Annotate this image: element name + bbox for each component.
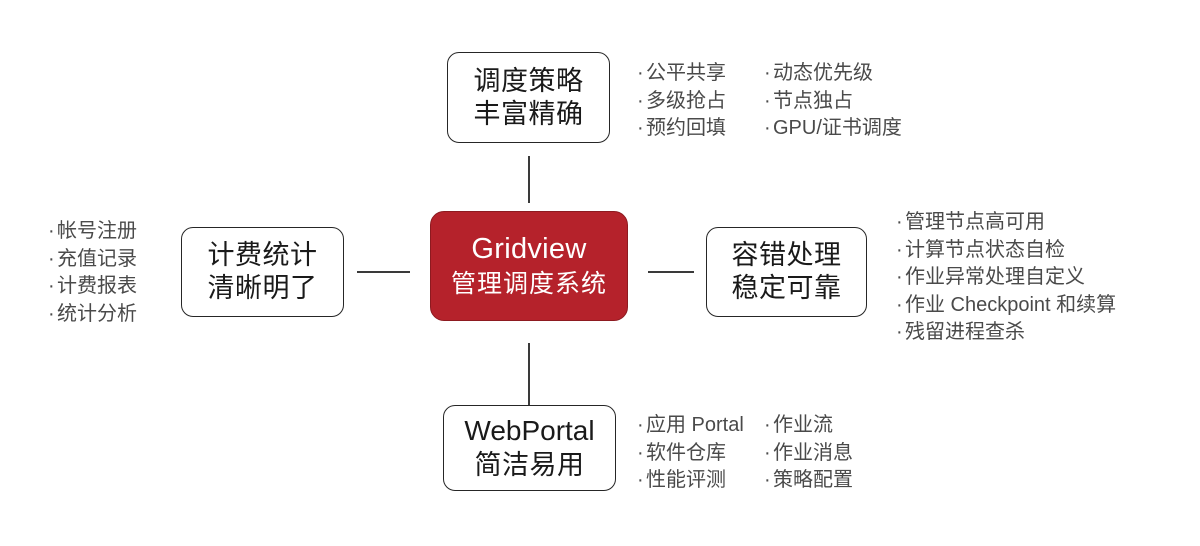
list-item: ·软件仓库 [637,440,744,468]
node-webportal[interactable]: WebPortal 简洁易用 [443,405,616,491]
list-item-label: 作业消息 [773,441,853,464]
bullet-dot-icon: · [764,469,771,491]
list-item: ·管理节点高可用 [896,209,1116,237]
list-item-label: 帐号注册 [57,220,137,242]
list-item: ·GPU/证书调度 [764,115,902,143]
bullets-portal-col2: ·作业流 ·作业消息 ·策略配置 [764,412,853,495]
bullet-dot-icon: · [48,247,55,270]
list-item-label: 应用 Portal [646,414,744,436]
list-item-label: 计算节点状态自检 [905,238,1065,261]
list-item: ·作业流 [764,412,853,440]
bullets-fault: ·管理节点高可用 ·计算节点状态自检 ·作业异常处理自定义 ·作业 Checkp… [896,209,1116,347]
list-item: ·统计分析 [48,301,137,329]
list-item: ·策略配置 [764,467,853,495]
bullet-dot-icon: · [896,293,903,316]
bullet-dot-icon: · [896,266,903,288]
node-billing-line1: 计费统计 [207,240,318,271]
list-item: ·公平共享 [637,60,726,88]
bullet-dot-icon: · [637,469,644,491]
bullets-scheduling-col1: ·公平共享 ·多级抢占 ·预约回填 [637,60,726,143]
connector-center-to-billing [357,271,410,273]
list-item-label: GPU/证书调度 [773,117,902,139]
list-item-label: 预约回填 [646,117,726,139]
list-item: ·作业 Checkpoint 和续算 [896,292,1116,320]
list-item: ·作业消息 [764,440,853,468]
list-item: ·应用 Portal [637,412,744,440]
list-item: ·帐号注册 [48,218,137,246]
list-item-label: 残留进程查杀 [905,321,1025,343]
bullet-dot-icon: · [637,117,644,139]
bullet-dot-icon: · [896,321,903,343]
node-fault-tolerance[interactable]: 容错处理 稳定可靠 [706,227,867,317]
bullets-billing: ·帐号注册 ·充值记录 ·计费报表 ·统计分析 [48,218,137,328]
bullets-scheduling-col2: ·动态优先级 ·节点独占 ·GPU/证书调度 [764,60,902,143]
list-item: ·作业异常处理自定义 [896,264,1116,292]
bullet-dot-icon: · [637,62,644,84]
list-item-label: 统计分析 [57,302,137,325]
list-item: ·节点独占 [764,88,902,116]
list-item-label: 策略配置 [773,469,853,491]
list-item-label: 充值记录 [57,247,137,270]
list-item-label: 节点独占 [773,89,853,112]
list-item-label: 管理节点高可用 [905,211,1045,233]
list-item-label: 软件仓库 [646,441,726,464]
list-item-label: 公平共享 [646,62,726,84]
center-title-line1: Gridview [471,233,587,266]
node-billing-line2: 清晰明了 [207,273,318,303]
bullet-dot-icon: · [764,441,771,464]
list-item: ·性能评测 [637,467,744,495]
list-item-label: 性能评测 [646,469,726,491]
bullet-dot-icon: · [637,441,644,464]
list-item-label: 动态优先级 [773,62,873,84]
list-item: ·计算节点状态自检 [896,237,1116,265]
list-item-label: 多级抢占 [646,89,726,112]
list-item-label: 计费报表 [57,275,137,297]
bullet-dot-icon: · [764,414,771,436]
bullet-dot-icon: · [764,89,771,112]
bullet-dot-icon: · [48,220,55,242]
node-scheduling-line1: 调度策略 [473,65,584,96]
list-item: ·计费报表 [48,273,137,301]
bullet-dot-icon: · [764,117,771,139]
bullet-dot-icon: · [896,211,903,233]
bullet-dot-icon: · [48,275,55,297]
connector-center-to-scheduling [528,156,530,203]
connector-center-to-portal [528,343,530,405]
bullet-dot-icon: · [896,238,903,261]
list-item: ·预约回填 [637,115,726,143]
bullet-dot-icon: · [764,62,771,84]
list-item-label: 作业流 [773,414,833,436]
node-portal-line2: 简洁易用 [474,449,585,480]
connector-center-to-fault [648,271,694,273]
node-gridview-center[interactable]: Gridview 管理调度系统 [430,211,628,321]
bullet-dot-icon: · [48,302,55,325]
node-fault-line1: 容错处理 [731,240,842,271]
center-title-line2: 管理调度系统 [450,270,607,299]
node-portal-line1: WebPortal [464,415,595,447]
list-item-label: 作业 Checkpoint 和续算 [905,293,1117,316]
node-scheduling-policy[interactable]: 调度策略 丰富精确 [447,52,610,143]
list-item: ·多级抢占 [637,88,726,116]
node-billing-statistics[interactable]: 计费统计 清晰明了 [181,227,344,317]
bullet-dot-icon: · [637,414,644,436]
list-item: ·动态优先级 [764,60,902,88]
list-item-label: 作业异常处理自定义 [905,266,1085,288]
node-scheduling-line2: 丰富精确 [473,98,584,129]
node-fault-line2: 稳定可靠 [731,273,842,303]
list-item: ·残留进程查杀 [896,319,1116,347]
list-item: ·充值记录 [48,246,137,274]
bullet-dot-icon: · [637,89,644,112]
bullets-portal-col1: ·应用 Portal ·软件仓库 ·性能评测 [637,412,744,495]
